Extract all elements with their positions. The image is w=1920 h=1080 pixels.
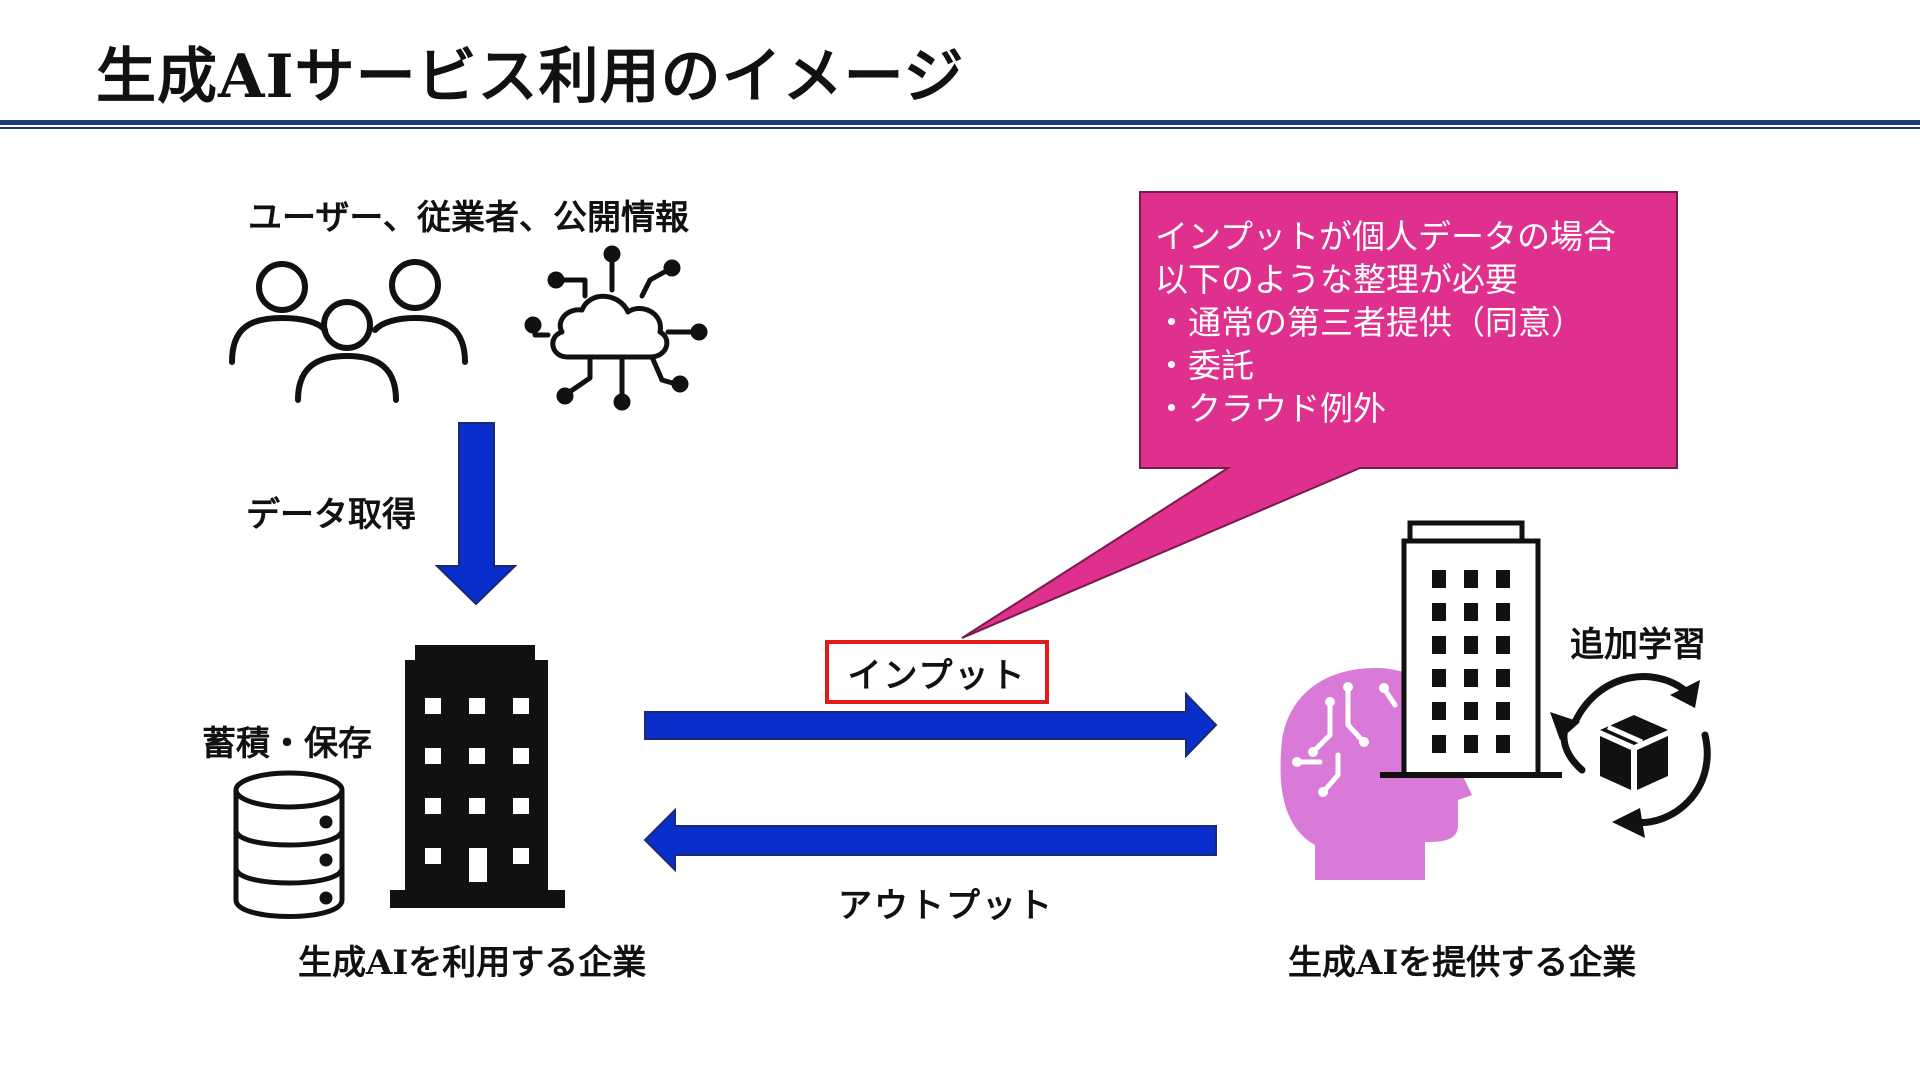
data-acquisition-arrow — [434, 422, 518, 606]
title-divider-thin — [0, 127, 1920, 129]
callout-line: インプットが個人データの場合 — [1155, 217, 1617, 256]
input-label: インプット — [847, 655, 1027, 696]
callout-line: ・委託 — [1155, 346, 1254, 385]
output-arrow — [643, 807, 1217, 873]
output-label: アウトプット — [838, 886, 1054, 926]
user-company-label: 生成AIを利用する企業 — [298, 943, 647, 983]
people-icon — [229, 259, 468, 403]
building-icon — [390, 645, 565, 908]
title-divider — [0, 120, 1920, 125]
storage-label: 蓄積・保存 — [202, 724, 372, 764]
recycle-package-icon — [1550, 673, 1711, 838]
additional-learning-label: 追加学習 — [1570, 625, 1706, 665]
page-title: 生成AIサービス利用のイメージ — [96, 42, 965, 112]
callout-line: ・クラウド例外 — [1155, 389, 1386, 428]
cloud-network-icon — [524, 245, 708, 411]
office-building-icon — [1380, 520, 1562, 778]
callout-line: ・通常の第三者提供（同意） — [1155, 303, 1584, 342]
callout-text: インプットが個人データの場合 以下のような整理が必要 ・通常の第三者提供（同意）… — [1155, 215, 1616, 430]
data-acquisition-label: データ取得 — [246, 495, 416, 535]
sources-label: ユーザー、従業者、公開情報 — [248, 198, 689, 238]
callout-line: 以下のような整理が必要 — [1155, 260, 1518, 299]
database-icon — [233, 770, 345, 919]
input-arrow — [644, 691, 1218, 759]
callout-bubble — [961, 191, 1678, 639]
input-label-box: インプット — [825, 640, 1049, 704]
provider-company-label: 生成AIを提供する企業 — [1288, 943, 1637, 983]
